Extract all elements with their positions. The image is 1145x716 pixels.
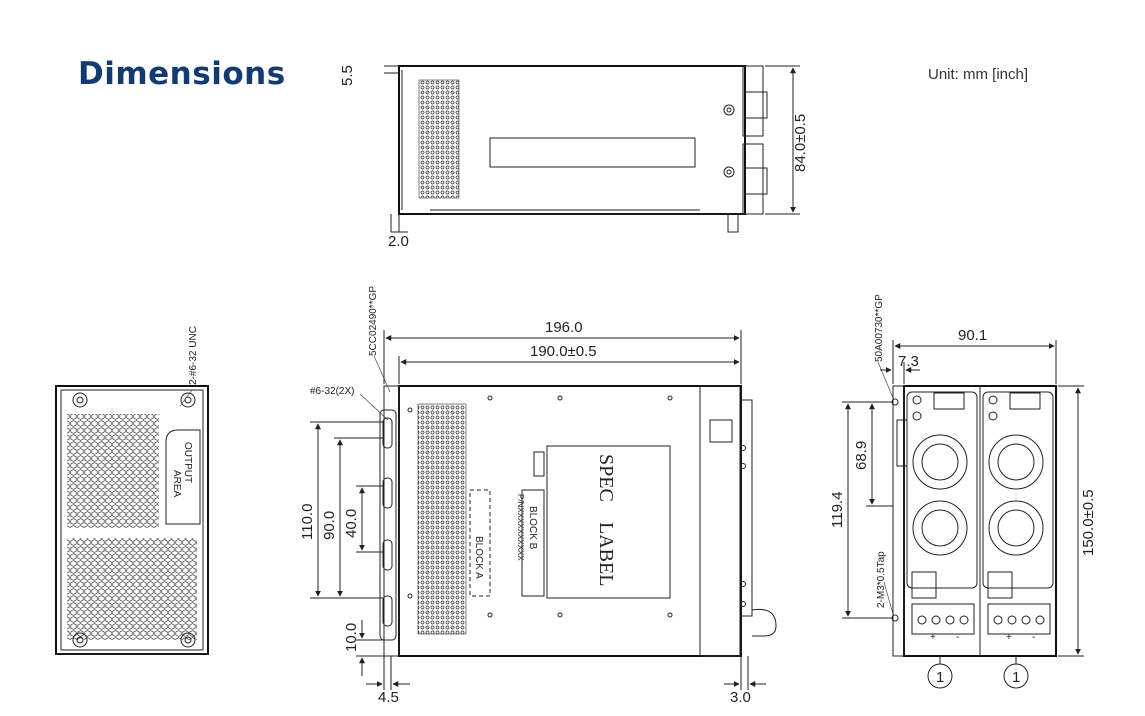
- side-dim-90: 90.0: [321, 511, 338, 540]
- block-a-text: BLOCK A: [473, 536, 484, 579]
- back-screw-note: 2-#6-32 UNC: [188, 326, 199, 385]
- side-dim-overall: 196.0: [545, 319, 583, 336]
- front-dim-width: 90.1: [958, 327, 987, 344]
- side-dim-body: 190.0±0.5: [530, 343, 597, 360]
- power-module-1: + -: [906, 391, 978, 643]
- top-dim-offset: 5.5: [339, 65, 356, 86]
- top-view: 5.5 2.0 84.0±0.5: [339, 65, 809, 250]
- side-part-number: 5CC02490**GP: [368, 286, 379, 356]
- back-view: OUTPUT AREA 2-#6-32 UNC: [55, 326, 209, 655]
- module-1-minus: -: [956, 632, 959, 643]
- back-output-area-line2: AREA: [171, 470, 182, 498]
- front-part-number: 50A00730**GP: [874, 294, 885, 362]
- module-1-plus: +: [930, 632, 936, 643]
- module-1-callout: [927, 663, 953, 689]
- front-dim-68-9: 68.9: [853, 441, 870, 470]
- block-b-label: [521, 489, 545, 597]
- side-dim-3-0: 3.0: [730, 689, 751, 706]
- front-dim-height: 150.0±0.5: [1080, 489, 1097, 556]
- side-dim-110: 110.0: [299, 504, 316, 540]
- module-1-terminal: [911, 603, 975, 635]
- side-dim-10: 10.0: [343, 623, 360, 652]
- back-vent-upper: [67, 414, 159, 528]
- top-dim-bottom: 2.0: [388, 233, 409, 250]
- side-dim-40: 40.0: [343, 509, 360, 538]
- block-b-code: P/NXXXXXXXXXX: [516, 494, 525, 561]
- module-1-switch: [933, 392, 965, 410]
- top-dim-height: 84.0±0.5: [792, 114, 809, 172]
- page-title: Dimensions: [78, 56, 286, 92]
- module-2-plus: +: [1006, 632, 1012, 643]
- front-view: + - + - 1 1: [829, 294, 1097, 689]
- back-vent-lower: [67, 538, 197, 640]
- top-connector-lower: [742, 143, 764, 215]
- side-screw-note: #6-32(2X): [310, 386, 354, 397]
- module-2-number: 1: [1012, 669, 1020, 686]
- top-label-slot: [489, 137, 696, 168]
- block-b-text: BLOCK B: [527, 506, 538, 550]
- top-connector-upper: [742, 65, 764, 137]
- front-tap-note: 2-M3*0.5Tap: [876, 551, 887, 608]
- module-2-minus: -: [1032, 632, 1035, 643]
- spec-label-box: [546, 445, 671, 599]
- side-dim-4-5: 4.5: [378, 689, 399, 706]
- back-output-area-line1: OUTPUT: [182, 442, 193, 483]
- side-view: SPEC LABEL BLOCK A BLOCK B P/NXXXXXXXXXX…: [299, 286, 777, 706]
- module-2-terminal: [987, 603, 1051, 635]
- module-2-switch: [1009, 392, 1041, 410]
- spec-label-line1: SPEC: [595, 454, 617, 502]
- block-a-label: [469, 489, 491, 597]
- module-1-number: 1: [936, 669, 944, 686]
- top-vent-grille: [418, 79, 460, 199]
- side-vent-grille: [417, 403, 467, 635]
- front-dim-7-3: 7.3: [898, 353, 919, 370]
- module-2-callout: [1003, 663, 1029, 689]
- front-dim-119-4: 119.4: [829, 492, 846, 528]
- unit-note: Unit: mm [inch]: [928, 66, 1029, 83]
- power-module-2: + -: [982, 391, 1054, 643]
- spec-label-line2: LABEL: [595, 522, 617, 586]
